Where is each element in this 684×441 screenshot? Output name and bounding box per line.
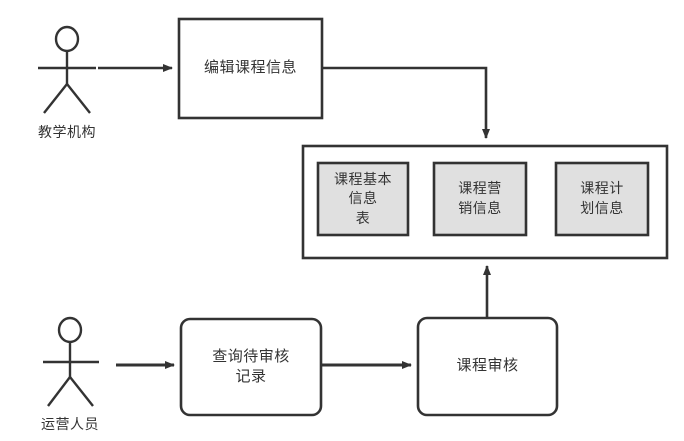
process-edit-course-info-shape[interactable] [177,17,324,120]
store-course-basic-info-table-shape[interactable] [316,161,410,237]
store-course-marketing-info-shape[interactable] [432,161,528,237]
flow-edit-to-datastore [322,66,490,139]
store-course-plan-info-shape[interactable] [554,161,650,237]
actor-teaching-org-label: 教学机构 [38,124,96,140]
actor-operations-staff-label: 运营人员 [41,416,99,432]
process-query-pending-review-shape[interactable] [179,317,323,417]
process-course-review-shape[interactable] [416,316,559,417]
actor-teaching-org-figure [38,25,96,114]
actor-operations-staff-figure [43,316,99,407]
